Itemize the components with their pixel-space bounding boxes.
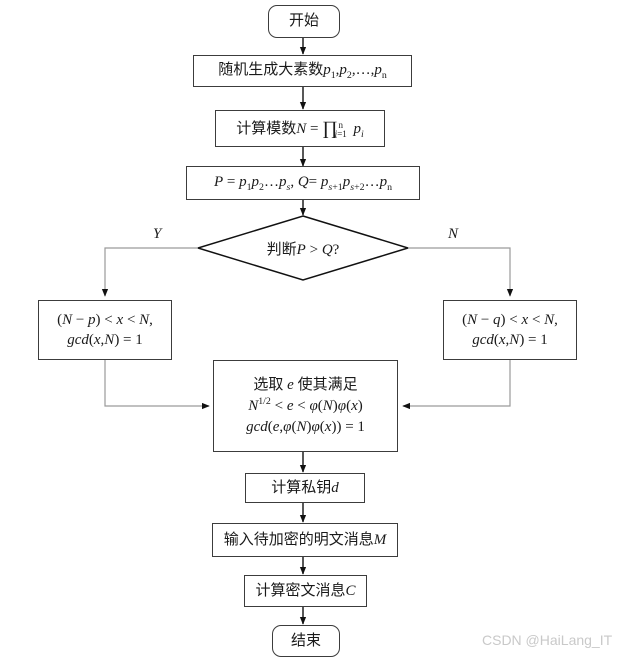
node-choose-e-line2: N1/2 < e < φ(N)φ(x) [248,396,363,415]
node-compute-private-key-label: 计算私钥d [271,479,339,496]
node-choose-e-line3: gcd(e,φ(N)φ(x)) = 1 [246,418,365,435]
edge-branchyes-to-choosee [104,360,210,410]
edge-label-yes: Y [153,226,162,242]
node-input-plaintext[interactable]: 输入待加密的明文消息M [212,523,398,557]
node-end[interactable]: 结束 [272,625,340,657]
node-branch-yes-line2: gcd(x,N) = 1 [67,332,143,348]
node-start-label: 开始 [288,13,319,30]
node-pq-split[interactable]: P = p1p2…ps, Q= ps+1ps+2…pn [186,166,420,200]
node-branch-no-line1: (N − q) < x < N, [462,311,558,328]
node-input-plaintext-label: 输入待加密的明文消息M [223,531,387,548]
node-branch-yes-line1: (N − p) < x < N, [57,311,153,328]
node-compute-ciphertext[interactable]: 计算密文消息C [244,575,367,607]
edge-branchno-to-choosee [402,360,511,410]
node-generate-primes[interactable]: 随机生成大素数p1,p2,…,pn [193,55,412,87]
node-decision-compare-pq[interactable]: 判断P > Q? [198,232,408,264]
node-branch-no-range[interactable]: (N − q) < x < N, gcd(x,N) = 1 [443,300,577,360]
node-branch-yes-range[interactable]: (N − p) < x < N, gcd(x,N) = 1 [38,300,172,360]
node-end-label: 结束 [290,632,321,649]
node-compute-ciphertext-label: 计算密文消息C [255,582,356,599]
edge-decision-no [408,247,514,297]
edge-label-no: N [448,226,459,242]
node-decision-label: 判断P > Q? [266,241,340,258]
node-compute-private-key[interactable]: 计算私钥d [245,473,365,503]
node-branch-no-line2: gcd(x,N) = 1 [472,332,548,348]
node-choose-e-line1: 选取 e 使其满足 [253,377,358,394]
edge-decision-yes [101,247,198,297]
watermark-text: CSDN @HaiLang_IT [482,632,613,648]
node-choose-e[interactable]: 选取 e 使其满足 N1/2 < e < φ(N)φ(x) gcd(e,φ(N)… [213,360,398,452]
node-pq-split-label: P = p1p2…ps, Q= ps+1ps+2…pn [213,173,393,193]
node-start[interactable]: 开始 [268,5,340,38]
node-generate-primes-label: 随机生成大素数p1,p2,…,pn [218,61,387,81]
